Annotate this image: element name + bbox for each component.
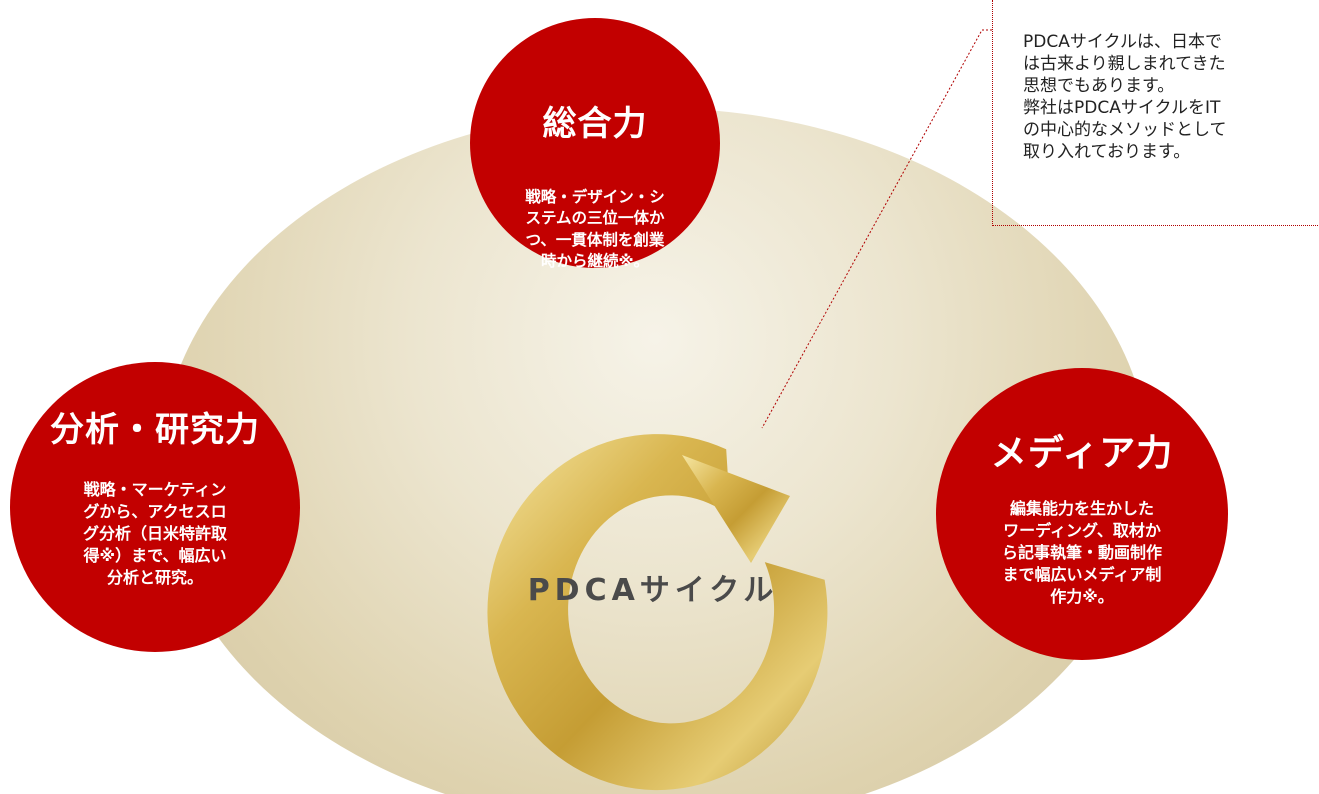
description-line: グ分析（日米特許取 bbox=[82, 524, 227, 544]
circle-title: 総合力 bbox=[542, 104, 648, 144]
circle-description: 戦略・マーケティン グから、アクセスロ グ分析（日米特許取 得※）まで、幅広い … bbox=[65, 479, 245, 589]
description-line: グから、アクセスロ bbox=[83, 502, 227, 522]
note-line: は古来より親しまれてきた bbox=[1023, 54, 1226, 75]
note-line: PDCAサイクルは、日本で bbox=[1023, 32, 1222, 52]
description-line: 編集能力を生かした bbox=[1009, 499, 1154, 518]
description-line: ステムの三位一体か bbox=[525, 209, 665, 228]
description-line: ワーディング、取材か bbox=[1003, 521, 1161, 541]
note-line: 弊社はPDCAサイクルをIT bbox=[1023, 98, 1221, 119]
description-line: つ、一貫体制を創業 bbox=[525, 230, 665, 249]
description-line: 得※）まで、幅広い bbox=[83, 546, 227, 566]
description-line: 分析と研究。 bbox=[106, 568, 203, 588]
circle-description: 戦略・デザイン・シ ステムの三位一体か つ、一貫体制を創業 時から継続※。 bbox=[520, 187, 670, 273]
circle-title: メディア力 bbox=[990, 433, 1174, 474]
cycle-ring bbox=[487, 434, 828, 791]
circle-analysis-research: 分析・研究力 戦略・マーケティン グから、アクセスロ グ分析（日米特許取 得※）… bbox=[10, 362, 300, 652]
circle-title: 分析・研究力 bbox=[50, 410, 260, 450]
callout-line bbox=[761, 29, 992, 429]
pdca-cycle-label: PDCAサイクル bbox=[527, 573, 779, 608]
circle-comprehensive-power: 総合力 戦略・デザイン・シ ステムの三位一体か つ、一貫体制を創業 時から継続※… bbox=[470, 18, 720, 270]
description-line: 戦略・マーケティン bbox=[83, 480, 227, 499]
description-line: ら記事執筆・動画制作 bbox=[1001, 543, 1162, 563]
description-line: 作力※。 bbox=[1050, 587, 1114, 607]
cycle-arrowhead bbox=[682, 455, 790, 563]
description-line: まで幅広いメディア制 bbox=[1002, 565, 1162, 585]
description-line: 戦略・デザイン・シ bbox=[525, 188, 665, 206]
circle-media-power: メディア力 編集能力を生かした ワーディング、取材か ら記事執筆・動画制作 まで… bbox=[936, 368, 1228, 660]
note-line: 取り入れております。 bbox=[1023, 142, 1191, 163]
pdca-note-callout: PDCAサイクルは、日本で は古来より親しまれてきた 思想でもあります。 弊社は… bbox=[992, 0, 1318, 226]
note-line: 思想でもあります。 bbox=[1023, 76, 1175, 97]
note-line: の中心的なメソッドとして bbox=[1023, 120, 1227, 141]
description-line: 時から継続※。 bbox=[540, 252, 650, 271]
circle-description: 編集能力を生かした ワーディング、取材か ら記事執筆・動画制作 まで幅広いメディ… bbox=[987, 498, 1177, 608]
